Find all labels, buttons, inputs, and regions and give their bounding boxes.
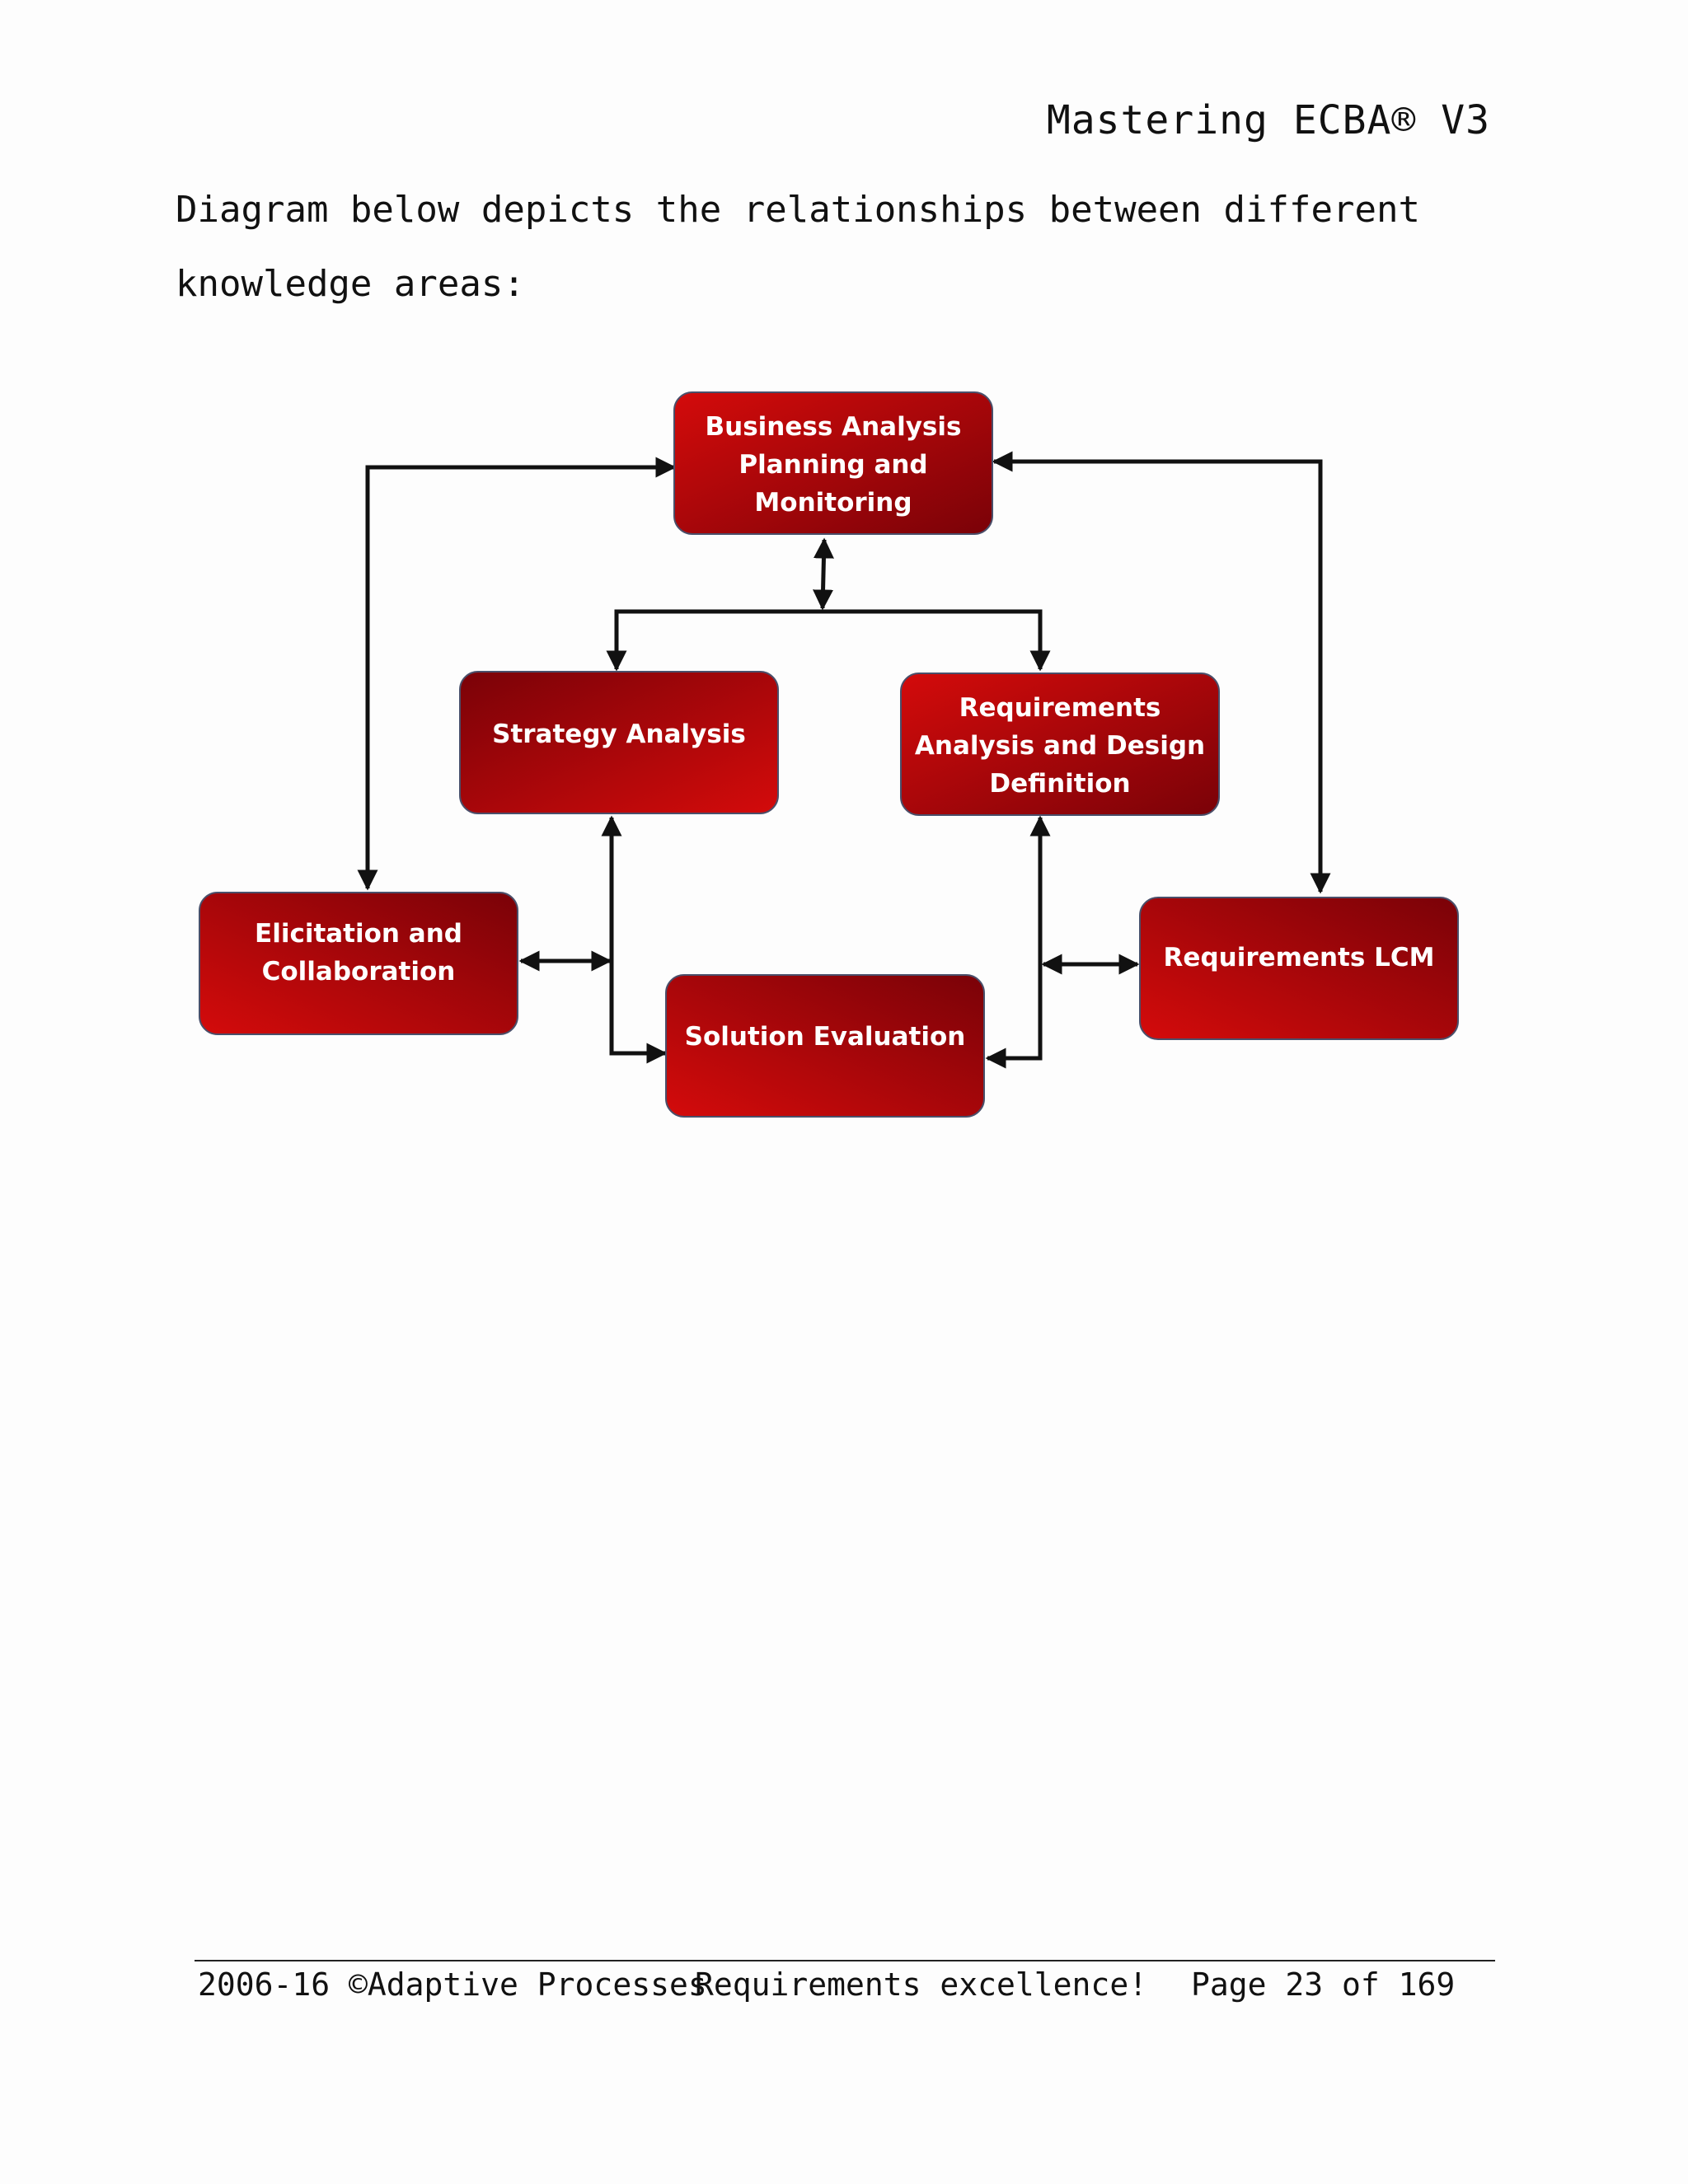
node-elicitation-collaboration: Elicitation and Collaboration <box>199 892 518 1035</box>
footer-divider <box>195 1960 1495 1961</box>
node-planning-label-1: Business Analysis <box>706 412 962 442</box>
arrow-radd-solution <box>985 815 1051 1069</box>
node-planning-label-2: Planning and <box>738 450 927 480</box>
node-elicitation-label-2: Collaboration <box>262 957 456 987</box>
connectors <box>357 451 1331 1069</box>
intro-paragraph: Diagram below depicts the relationships … <box>176 173 1494 321</box>
arrow-planning-elicitation <box>357 457 677 891</box>
node-elicitation-label-1: Elicitation and <box>255 919 462 949</box>
arrow-strategy-solution <box>601 815 668 1064</box>
node-radd-label-1: Requirements <box>959 693 1161 723</box>
node-strategy-analysis: Strategy Analysis <box>459 671 779 814</box>
intro-line-2: knowledge areas: <box>176 263 525 305</box>
node-radd-label-3: Definition <box>989 769 1130 799</box>
node-strategy-label: Strategy Analysis <box>492 719 746 749</box>
arrow-junction-radd <box>823 609 1051 672</box>
footer-copyright: 2006-16 ©Adaptive Processes <box>198 1966 707 2003</box>
footer-page-number: Page 23 of 169 <box>1191 1966 1456 2003</box>
knowledge-areas-diagram: Business Analysis Planning and Monitorin… <box>199 391 1459 1118</box>
node-planning-monitoring: Business Analysis Planning and Monitorin… <box>673 391 993 535</box>
page-header-title: Mastering ECBA® V3 <box>1046 97 1490 143</box>
intro-line-1: Diagram below depicts the relationships … <box>176 189 1420 231</box>
node-requirements-lcm: Requirements LCM <box>1139 897 1459 1040</box>
node-solution-evaluation: Solution Evaluation <box>665 974 985 1118</box>
node-requirements-analysis-design: Requirements Analysis and Design Definit… <box>900 673 1220 816</box>
node-radd-label-2: Analysis and Design <box>915 731 1205 761</box>
node-solution-label: Solution Evaluation <box>685 1022 966 1052</box>
node-planning-label-3: Monitoring <box>754 488 912 518</box>
arrow-planning-lcm <box>992 451 1331 894</box>
node-lcm-label: Requirements LCM <box>1164 943 1435 972</box>
arrow-planning-junction <box>813 537 834 611</box>
footer-tagline: Requirements excellence! <box>695 1966 1148 2003</box>
arrow-junction-strategy <box>606 609 823 672</box>
